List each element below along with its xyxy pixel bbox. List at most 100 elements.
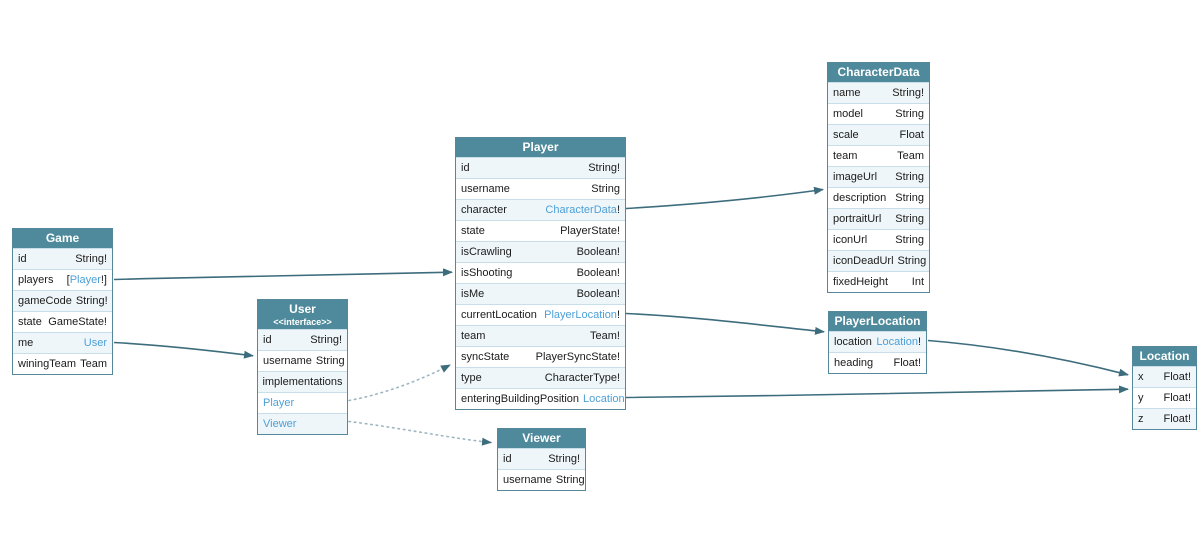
- field-row[interactable]: type CharacterType!: [456, 366, 625, 388]
- field-row[interactable]: heading Float!: [829, 351, 926, 373]
- field-row[interactable]: username String: [456, 177, 625, 199]
- field-name: gameCode: [18, 294, 72, 307]
- table-rows: name String! model String scale Float te…: [828, 81, 929, 292]
- field-row[interactable]: enteringBuildingPosition Location: [456, 387, 625, 409]
- field-name: id: [263, 334, 272, 347]
- field-type: Float!: [1163, 391, 1191, 404]
- field-row[interactable]: winingTeam Team: [13, 352, 112, 374]
- field-type: Team: [80, 357, 107, 370]
- edge-player-character-to-characterdata[interactable]: [625, 186, 824, 210]
- field-row[interactable]: iconUrl String: [828, 228, 929, 250]
- table-title-player: Player: [456, 138, 625, 157]
- field-row[interactable]: gameCode String!: [13, 289, 112, 311]
- edge-user-viewer-implementation[interactable]: [348, 420, 492, 446]
- field-row[interactable]: character CharacterData!: [456, 198, 625, 220]
- field-type: PlayerSyncState!: [535, 350, 620, 363]
- field-type: Boolean!: [576, 287, 620, 300]
- field-name: team: [461, 329, 486, 342]
- field-row[interactable]: y Float!: [1133, 386, 1196, 408]
- implementation-row[interactable]: Viewer: [258, 413, 347, 435]
- field-name: team: [833, 149, 858, 162]
- field-row[interactable]: players [Player!]: [13, 268, 112, 290]
- field-row[interactable]: portraitUrl String: [828, 207, 929, 229]
- field-name: currentLocation: [461, 308, 537, 321]
- type-link-user[interactable]: User: [83, 336, 107, 349]
- field-type: Boolean!: [576, 245, 620, 258]
- type-link-characterdata[interactable]: CharacterData: [545, 203, 617, 216]
- implementation-row[interactable]: Player: [258, 392, 347, 414]
- field-row[interactable]: id String!: [258, 329, 347, 351]
- field-type: String!: [548, 452, 580, 465]
- field-type: String!: [588, 161, 620, 174]
- field-type: String: [897, 254, 927, 267]
- field-row[interactable]: z Float!: [1133, 407, 1196, 429]
- field-type: String: [591, 182, 620, 195]
- field-type: String!: [892, 86, 924, 99]
- type-table-characterdata[interactable]: CharacterData name String! model String …: [827, 62, 930, 293]
- type-link-player[interactable]: Player: [69, 273, 101, 286]
- field-type: Float!: [1163, 370, 1191, 383]
- field-row[interactable]: me User: [13, 331, 112, 353]
- field-row[interactable]: fixedHeight Int: [828, 270, 929, 292]
- field-name: isMe: [461, 287, 485, 300]
- edge-player-currentlocation-to-playerlocation[interactable]: [625, 312, 825, 335]
- field-row[interactable]: state GameState!: [13, 310, 112, 332]
- implementation-link-viewer[interactable]: Viewer: [263, 418, 297, 431]
- field-row[interactable]: team Team!: [456, 324, 625, 346]
- field-row[interactable]: team Team: [828, 144, 929, 166]
- type-link-playerlocation[interactable]: PlayerLocation: [544, 308, 617, 321]
- field-type: String: [895, 191, 924, 204]
- field-row[interactable]: imageUrl String: [828, 165, 929, 187]
- type-table-location[interactable]: Location x Float! y Float! z Float!: [1132, 346, 1197, 430]
- field-type: Float!: [893, 356, 921, 369]
- edge-user-player-implementation[interactable]: [348, 364, 451, 402]
- field-name: fixedHeight: [833, 275, 889, 288]
- field-name: location: [834, 335, 872, 348]
- field-name: name: [833, 86, 861, 99]
- field-row[interactable]: isMe Boolean!: [456, 282, 625, 304]
- field-row[interactable]: model String: [828, 102, 929, 124]
- type-link-location[interactable]: Location: [876, 335, 918, 348]
- edge-player-enteringbuildingposition-to-location[interactable]: [625, 385, 1129, 399]
- field-type: String: [315, 355, 345, 368]
- type-table-game[interactable]: Game id String! players [Player!] gameCo…: [12, 228, 113, 375]
- field-row[interactable]: iconDeadUrl String: [828, 249, 929, 271]
- field-row[interactable]: id String!: [456, 156, 625, 178]
- type-link-location[interactable]: Location: [583, 392, 625, 405]
- edge-game-players-to-player[interactable]: [113, 268, 453, 281]
- field-row[interactable]: syncState PlayerSyncState!: [456, 345, 625, 367]
- type-table-user[interactable]: User <<interface>> id String! username S…: [257, 299, 348, 436]
- edge-game-me-to-user[interactable]: [113, 341, 254, 359]
- type-table-playerlocation[interactable]: PlayerLocation location Location! headin…: [828, 311, 927, 374]
- field-row[interactable]: state PlayerState!: [456, 219, 625, 241]
- field-row[interactable]: username String: [498, 468, 585, 490]
- field-row[interactable]: location Location!: [829, 330, 926, 352]
- edge-playerlocation-location-to-location[interactable]: [927, 339, 1129, 377]
- field-name: description: [833, 191, 887, 204]
- type-table-player[interactable]: Player id String! username String charac…: [455, 137, 626, 410]
- table-rows: id String! username String implementatio…: [258, 329, 347, 435]
- field-row[interactable]: name String!: [828, 81, 929, 103]
- field-type: Team!: [590, 329, 620, 342]
- field-type: GameState!: [48, 315, 107, 328]
- field-type: String!: [75, 294, 108, 307]
- field-type: Location: [583, 393, 625, 405]
- table-title-playerlocation: PlayerLocation: [829, 312, 926, 331]
- field-row[interactable]: isCrawling Boolean!: [456, 240, 625, 262]
- field-row[interactable]: description String: [828, 186, 929, 208]
- field-row[interactable]: username String: [258, 350, 347, 372]
- implementation-link-player[interactable]: Player: [263, 397, 295, 410]
- field-row[interactable]: id String!: [498, 447, 585, 469]
- field-type: String!: [310, 334, 342, 347]
- implementations-label: implementations: [262, 376, 343, 389]
- type-table-viewer[interactable]: Viewer id String! username String: [497, 428, 586, 491]
- field-name: iconDeadUrl: [833, 254, 894, 267]
- field-type: String: [895, 233, 924, 246]
- field-row[interactable]: scale Float: [828, 123, 929, 145]
- field-row[interactable]: id String!: [13, 247, 112, 269]
- field-row[interactable]: x Float!: [1133, 365, 1196, 387]
- field-name: iconUrl: [833, 233, 868, 246]
- field-row[interactable]: isShooting Boolean!: [456, 261, 625, 283]
- field-row[interactable]: currentLocation PlayerLocation!: [456, 303, 625, 325]
